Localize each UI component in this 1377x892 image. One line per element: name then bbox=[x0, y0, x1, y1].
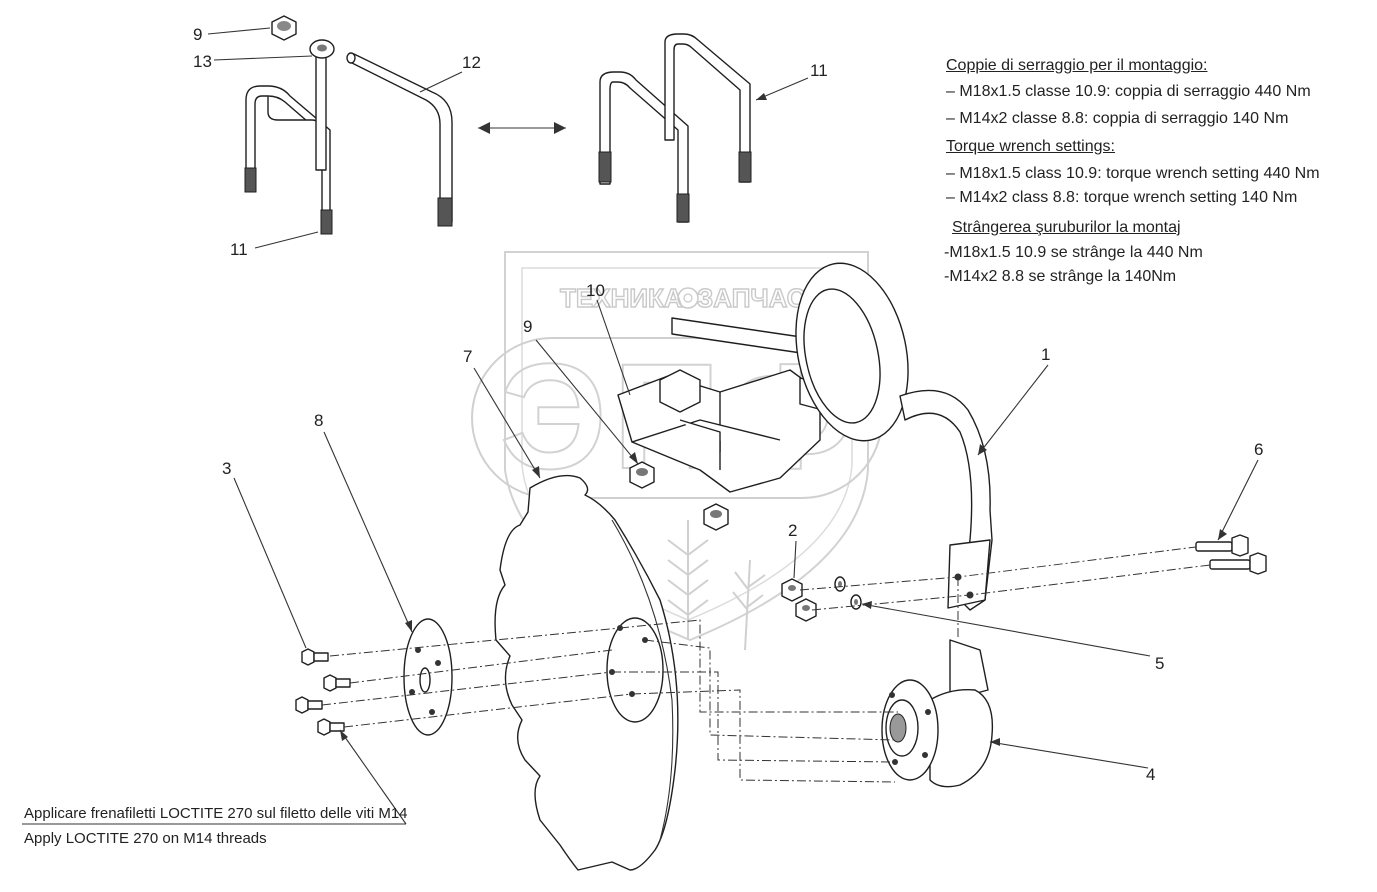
leader-lines bbox=[22, 27, 1259, 825]
disc-7 bbox=[494, 474, 679, 871]
loctite-line-it: Applicare frenafiletti LOCTITE 270 sul f… bbox=[24, 805, 408, 822]
torque-line-it-2: – M14x2 classe 8.8: coppia di serraggio … bbox=[946, 110, 1289, 127]
torque-heading-en: Torque wrench settings: bbox=[946, 138, 1115, 155]
callout-numbers: 1 2 3 4 5 6 7 8 9 9 10 11 11 12 13 bbox=[193, 25, 1263, 784]
bolts-3 bbox=[295, 648, 351, 736]
hub-4 bbox=[881, 679, 994, 788]
callout-7: 7 bbox=[463, 347, 472, 366]
washers-5 bbox=[834, 576, 862, 610]
callout-11-right: 11 bbox=[810, 61, 828, 80]
callout-5: 5 bbox=[1155, 654, 1164, 673]
double-arrow bbox=[478, 122, 566, 134]
flange-8 bbox=[403, 618, 453, 736]
callout-9-mid: 9 bbox=[523, 317, 532, 336]
callout-3: 3 bbox=[222, 459, 231, 478]
torque-line-ro-2: -M14x2 8.8 se strânge la 140Nm bbox=[944, 268, 1177, 285]
callout-2: 2 bbox=[788, 521, 797, 540]
torque-line-it-1: – M18x1.5 classe 10.9: coppia di serragg… bbox=[946, 83, 1311, 100]
callout-11-left: 11 bbox=[230, 240, 248, 259]
u-bolt-right bbox=[598, 33, 752, 223]
torque-line-ro-1: -M18x1.5 10.9 se strânge la 440 Nm bbox=[944, 244, 1203, 261]
clamp-10 bbox=[617, 369, 821, 493]
torque-line-en-2: – M14x2 class 8.8: torque wrench setting… bbox=[946, 189, 1298, 206]
callout-8: 8 bbox=[314, 411, 323, 430]
nuts-2 bbox=[781, 578, 817, 622]
torque-heading-it: Coppie di serraggio per il montaggio: bbox=[946, 57, 1208, 74]
callout-4: 4 bbox=[1146, 765, 1155, 784]
callout-10: 10 bbox=[586, 281, 605, 300]
bar-12 bbox=[346, 52, 453, 227]
nut-9-top bbox=[271, 15, 297, 41]
washer-13 bbox=[309, 39, 335, 171]
u-bolt-left bbox=[244, 85, 333, 235]
loctite-line-en: Apply LOCTITE 270 on M14 threads bbox=[24, 830, 267, 847]
torque-line-en-1: – M18x1.5 class 10.9: torque wrench sett… bbox=[946, 165, 1320, 182]
watermark-left-word: ТЕХНИКА bbox=[560, 283, 683, 313]
callout-9-top: 9 bbox=[193, 25, 202, 44]
assembly-center-lines bbox=[321, 546, 1211, 783]
ring-bracket bbox=[671, 262, 909, 442]
callout-12: 12 bbox=[462, 53, 481, 72]
arm-1 bbox=[899, 389, 993, 701]
gear-icon bbox=[677, 287, 699, 309]
callout-6: 6 bbox=[1254, 440, 1263, 459]
nuts-9-mid bbox=[629, 461, 729, 531]
torque-heading-ro: Strângerea şuruburilor la montaj bbox=[952, 219, 1181, 236]
callout-13: 13 bbox=[193, 52, 212, 71]
callout-1: 1 bbox=[1041, 345, 1050, 364]
bolts-6 bbox=[1195, 534, 1267, 575]
